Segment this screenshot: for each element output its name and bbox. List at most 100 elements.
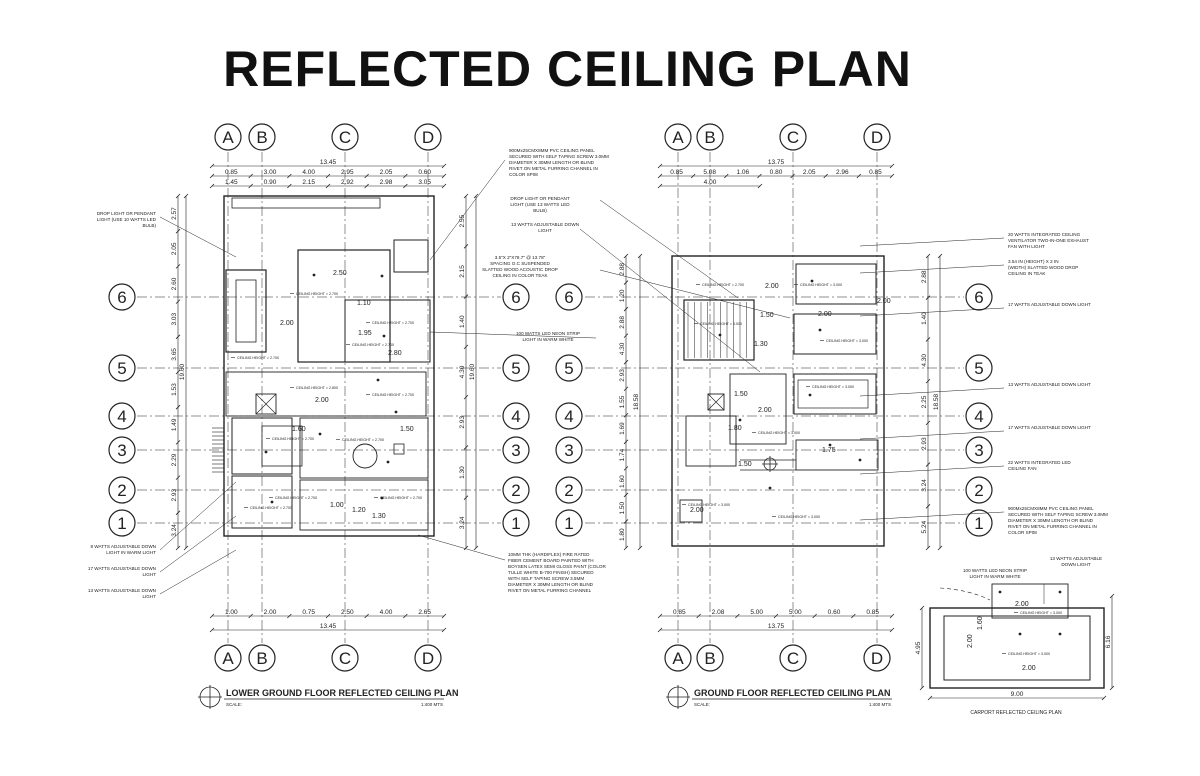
upper-dim-top1-value: 5.08 xyxy=(703,169,716,176)
lower-dim-bottom-tick xyxy=(403,613,408,619)
downlight-icon xyxy=(394,410,398,414)
upper-dim-overall-tick xyxy=(889,163,895,169)
lower-dim-right-tick xyxy=(463,344,469,350)
upper-dim-bottom-value: 0.60 xyxy=(828,609,841,616)
grid-bubble-b-label: B xyxy=(256,128,267,147)
note-leader xyxy=(599,199,739,299)
lower-dim-left-value: 2.05 xyxy=(171,242,178,255)
callout-leader xyxy=(859,307,1005,317)
grid-bubble-2 xyxy=(502,476,530,504)
lower-dim-bottom-value: 4.00 xyxy=(380,609,393,616)
lower-dim-right-value: 2.55 xyxy=(459,214,466,227)
downlight-icon xyxy=(818,328,822,332)
lower-dim-left-tick xyxy=(175,545,181,551)
upper-room-stair xyxy=(683,299,755,361)
upper-dim-top1-tick xyxy=(690,173,696,179)
lower-dim-left-tick xyxy=(175,475,181,480)
upper-dim-right-tick xyxy=(925,337,931,342)
grid-bubble-d-label: D xyxy=(422,128,434,147)
lower-dim-top2-value: 0.90 xyxy=(264,179,277,186)
carport-dim-right-tick xyxy=(1109,685,1115,691)
downlight-icon xyxy=(738,418,742,422)
lower-room-hall xyxy=(225,371,427,417)
callout-leader xyxy=(159,549,237,595)
carport-dim-left-value: 4.95 xyxy=(915,641,922,654)
upper-dim-right-value: 2.25 xyxy=(921,395,928,408)
lower-round-feature xyxy=(352,443,378,469)
upper-room-dim: 1.30 xyxy=(754,341,768,348)
upper-dim-bottom-tick xyxy=(696,613,701,619)
lower-dim-bottom-tick xyxy=(209,613,215,619)
upper-dim-left-total-tick xyxy=(637,545,643,551)
lower-dim-left-tick xyxy=(175,440,181,445)
grid-bubble-a xyxy=(664,644,692,672)
lower-dim-top1-tick xyxy=(248,173,253,179)
carport-title: CARPORT REFLECTED CEILING PLAN xyxy=(970,710,1062,716)
lower-dim-top2-tick xyxy=(441,183,447,189)
grid-bubble-4 xyxy=(555,402,583,430)
ceiling-height-tag: CEILING HEIGHT = 2.700 xyxy=(702,283,744,287)
upper-dim-left-value: 4.30 xyxy=(619,342,626,355)
grid-bubble-6 xyxy=(502,283,530,311)
upper-dim-left-tick xyxy=(623,333,629,338)
grid-bubble-b-label: B xyxy=(704,128,715,147)
upper-dim-right-tick xyxy=(925,253,931,259)
upper-shaft xyxy=(707,393,725,411)
upper-room-hall xyxy=(729,373,787,445)
lower-dim-left-tick xyxy=(175,264,181,269)
upper-dim-left-value: 1.55 xyxy=(619,395,626,408)
upper-dim-top1-tick xyxy=(790,173,795,179)
callout-leader xyxy=(859,264,1005,274)
lower-dim-overall-tick xyxy=(441,163,447,169)
grid-bubble-3 xyxy=(965,436,993,464)
lower-room-stair-area xyxy=(225,269,267,353)
lower-dim-left-value: 2.60 xyxy=(171,277,178,290)
grid-bubble-2 xyxy=(108,476,136,504)
upper-dim-left-total-value: 18.58 xyxy=(633,393,640,410)
upper-dim-right-tick xyxy=(925,462,931,467)
upper-room-dim: 2.00 xyxy=(877,298,891,305)
ceiling-height-tag: CEILING HEIGHT = 2.700 xyxy=(372,321,414,325)
lower-dim-right-total-value: 19.60 xyxy=(469,363,476,380)
upper-callout: 3.54 IN (HEIGHT) X 2 IN(WIDTH) SLATTED W… xyxy=(1008,259,1078,276)
upper-dim-left-value: 2.88 xyxy=(619,316,626,329)
lower-room-inner xyxy=(235,279,257,343)
carport-dim-right-value: 6.16 xyxy=(1105,635,1112,648)
grid-bubble-c-label: C xyxy=(787,128,799,147)
upper-room-toilet xyxy=(795,263,877,305)
lower-room-dining xyxy=(344,299,431,363)
lower-dim-bottom-total-value: 13.45 xyxy=(320,623,337,630)
downlight-icon xyxy=(718,333,722,337)
upper-room-small xyxy=(679,499,703,523)
lower-dim-bottom-value: 1.00 xyxy=(225,609,238,616)
upper-dim-bottom-tick xyxy=(657,613,663,619)
upper-dim-overall-tick xyxy=(657,163,663,169)
lower-room-dim: 1.60 xyxy=(292,426,306,433)
ceiling-height-tag: CEILING HEIGHT = 2.800 xyxy=(296,386,338,390)
upper-callout: 17 WATTS ADJUSTABLE DOWN LIGHT xyxy=(1008,425,1091,430)
lower-dim-top2-tick xyxy=(403,183,408,189)
upper-dim-bottom-value: 5.00 xyxy=(789,609,802,616)
upper-room-dim: 1.50 xyxy=(738,461,752,468)
lower-dim-top1-tick xyxy=(209,173,215,179)
lower-dim-left-total-tick xyxy=(183,193,189,199)
lower-dim-top1-tick xyxy=(441,173,447,179)
carport-dim-right-tick xyxy=(1109,593,1115,599)
upper-shaft-x xyxy=(707,393,725,411)
grid-bubble-5-label: 5 xyxy=(564,359,573,378)
lower-scale-value: 1:400 MTS xyxy=(421,702,443,707)
grid-bubble-3-label: 3 xyxy=(974,441,983,460)
upper-dim-top1-tick xyxy=(823,173,828,179)
grid-bubble-1-label: 1 xyxy=(564,514,573,533)
grid-bubble-6-label: 6 xyxy=(511,288,520,307)
ceiling-height-tag: CEILING HEIGHT = 3.000 xyxy=(1008,652,1050,656)
upper-dim-top1-value: 2.96 xyxy=(836,169,849,176)
lower-room-bedroom1-inner xyxy=(261,425,303,467)
lower-dim-bottom-tick xyxy=(287,613,292,619)
upper-callout: 17 WATTS ADJUSTABLE DOWN LIGHT xyxy=(1008,302,1091,307)
